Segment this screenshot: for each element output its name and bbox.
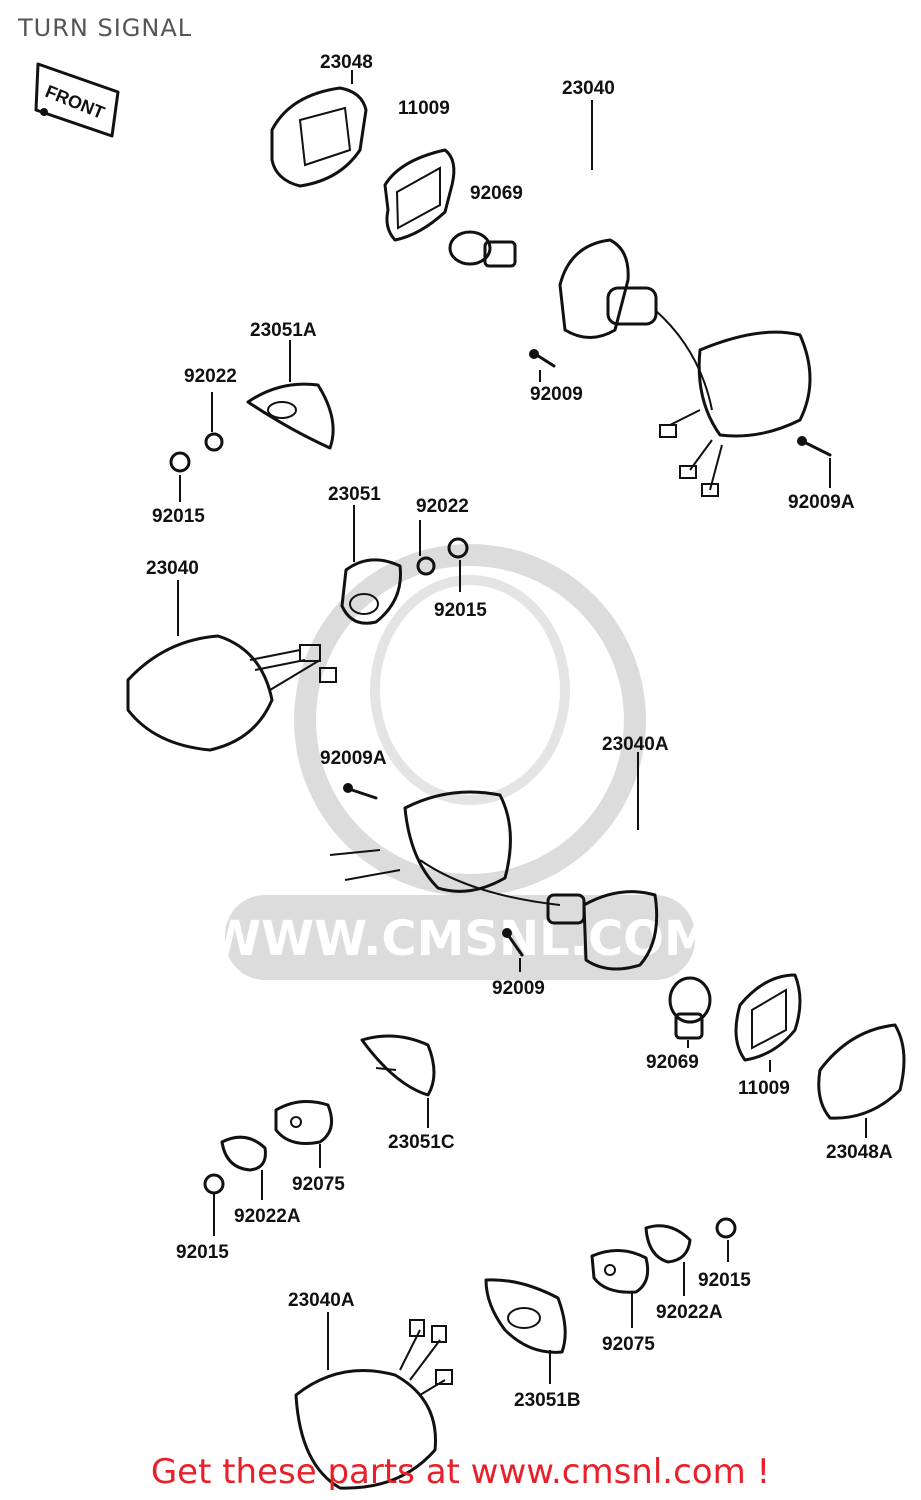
- part-label-23040A-bottom: 23040A: [288, 1290, 355, 1311]
- housing-23040-top: [558, 238, 812, 497]
- part-label-23040A-mid: 23040A: [602, 734, 669, 755]
- screw-92009-top: [529, 349, 556, 368]
- housing-23040-left: [126, 634, 337, 752]
- part-label-92022A-left: 92022A: [234, 1206, 301, 1227]
- cushion-92075-right: [590, 1249, 650, 1294]
- part-labels: 23048 11009 23040 92069 23051A 92022 920…: [146, 52, 893, 1411]
- part-label-92022-top: 92022: [184, 366, 237, 387]
- gasket-11009-bottom: [734, 973, 802, 1062]
- screw-92009A-mid: [343, 783, 378, 800]
- part-label-23040-left: 23040: [146, 558, 199, 579]
- leader-lines: [177, 70, 867, 1384]
- part-label-92075-left: 92075: [292, 1174, 345, 1195]
- watermark-face: [370, 575, 570, 805]
- washer-92022A-left: [220, 1135, 267, 1172]
- cushion-92075-left: [274, 1099, 334, 1145]
- nut-92015-top: [169, 451, 191, 473]
- footer-shop-link[interactable]: Get these parts at www.cmsnl.com !: [150, 1452, 771, 1492]
- part-label-23048: 23048: [320, 52, 373, 73]
- screw-92009A-top: [797, 436, 832, 457]
- part-label-11009-top: 11009: [398, 98, 450, 119]
- part-label-92075-right: 92075: [602, 1334, 655, 1355]
- housing-23040A-mid: [329, 790, 659, 971]
- bracket-23051: [340, 558, 402, 625]
- part-label-23051A: 23051A: [250, 320, 317, 341]
- part-label-92022A-right: 92022A: [656, 1302, 723, 1323]
- nut-92015-right: [715, 1217, 737, 1239]
- part-label-23040-top: 23040: [562, 78, 615, 99]
- bracket-23051C: [360, 1034, 436, 1097]
- front-marker: FRONT: [34, 62, 120, 138]
- part-label-92015-right: 92015: [698, 1270, 751, 1291]
- bracket-23051B: [484, 1278, 567, 1354]
- gasket-11009-top: [383, 148, 456, 242]
- part-label-92015-left: 92015: [176, 1242, 229, 1263]
- washer-92022-top: [204, 432, 224, 452]
- front-arrow-box: [34, 62, 120, 138]
- part-label-23051C: 23051C: [388, 1132, 455, 1153]
- part-label-92022-mid: 92022: [416, 496, 469, 517]
- lens-23048: [270, 86, 368, 188]
- part-label-92009-top: 92009: [530, 384, 583, 405]
- watermark-text: WWW.CMSNL.COM: [208, 911, 712, 967]
- page-title: TURN SIGNAL: [18, 14, 193, 42]
- part-label-92069-bottom: 92069: [646, 1052, 699, 1073]
- screw-92009-mid: [502, 928, 524, 957]
- housing-23040A-bottom: [294, 1319, 453, 1490]
- bracket-23051A: [246, 382, 335, 450]
- part-label-11009-bottom: 11009: [738, 1078, 790, 1099]
- part-label-92015-top: 92015: [152, 506, 205, 527]
- washer-92022-mid: [416, 556, 436, 576]
- part-label-92009A-mid: 92009A: [320, 748, 387, 769]
- front-marker-dot: [40, 108, 48, 116]
- part-label-23051B: 23051B: [514, 1390, 581, 1411]
- bulb-92069-top: [448, 230, 517, 268]
- watermark-banner: [225, 895, 695, 980]
- part-label-23048A: 23048A: [826, 1142, 893, 1163]
- lens-23048A: [817, 1023, 906, 1120]
- nut-92015-left: [203, 1173, 225, 1195]
- bulb-92069-bottom: [668, 976, 712, 1040]
- washer-92022A-right: [644, 1224, 692, 1264]
- part-label-92009A-top: 92009A: [788, 492, 855, 513]
- part-label-92015-mid: 92015: [434, 600, 487, 621]
- part-label-92009-mid: 92009: [492, 978, 545, 999]
- part-label-92069-top: 92069: [470, 183, 523, 204]
- part-label-23051: 23051: [328, 484, 381, 505]
- nut-92015-mid: [447, 537, 469, 559]
